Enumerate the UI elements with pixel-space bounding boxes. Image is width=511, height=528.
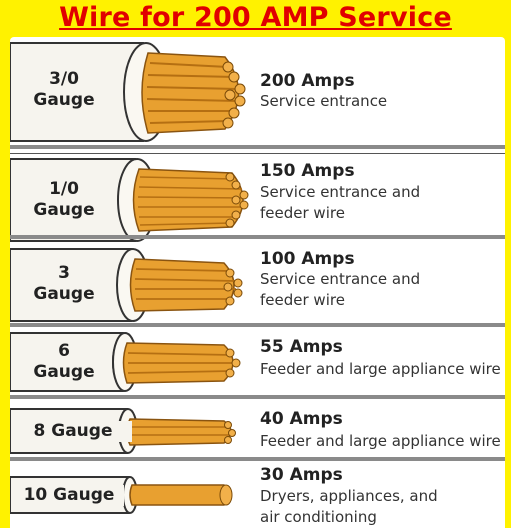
gauge-word: Gauge <box>33 90 95 110</box>
page-title: Wire for 200 AMP Service <box>59 2 452 33</box>
gauge-word: Gauge <box>33 200 95 220</box>
wire-row-6: 6 Gauge 55 Amps Feeder and large applian… <box>10 329 505 395</box>
cable-6-illustration <box>10 332 241 392</box>
amps-label: 200 Amps <box>260 71 355 91</box>
gauge-label: 1/0 Gauge <box>28 179 100 221</box>
description-line-2: air conditioning <box>260 508 377 526</box>
cable-8-illustration <box>10 408 236 454</box>
gauge-label: 3/0 Gauge <box>28 69 100 111</box>
cable-3-illustration <box>10 248 243 322</box>
cable-1-0-illustration <box>10 158 249 242</box>
amps-label: 40 Amps <box>260 409 343 429</box>
row-divider <box>10 457 505 461</box>
description-line-1: Service entrance <box>260 92 388 110</box>
description-line-2: feeder wire <box>260 291 345 309</box>
row-divider <box>10 395 505 399</box>
wire-chart-panel: 3/0 Gauge 200 Amps Service entrance 1/0 … <box>10 37 505 528</box>
gauge-label: 8 Gauge <box>14 421 132 442</box>
row-divider <box>10 153 505 154</box>
wire-row-3: 3 Gauge 100 Amps Service entrance and fe… <box>10 243 505 323</box>
gauge-number: 6 <box>58 341 70 361</box>
description-line-1: Dryers, appliances, and <box>260 487 438 505</box>
amps-label: 100 Amps <box>260 249 355 269</box>
gauge-label: 3 Gauge <box>28 263 100 305</box>
description-line-2: feeder wire <box>260 204 345 222</box>
amps-label: 55 Amps <box>260 337 343 357</box>
row-divider <box>10 323 505 327</box>
gauge-label: 10 Gauge <box>14 485 124 506</box>
wire-row-10: 10 Gauge 30 Amps Dryers, appliances, and… <box>10 463 505 528</box>
wire-row-8: 8 Gauge 40 Amps Feeder and large applian… <box>10 403 505 459</box>
gauge-label: 6 Gauge <box>28 341 100 383</box>
amps-label: 150 Amps <box>260 161 355 181</box>
description-line-1: Service entrance and <box>260 183 421 201</box>
gauge-number: 1/0 <box>49 179 79 199</box>
gauge-number: 3 <box>58 263 70 283</box>
row-divider <box>10 235 505 239</box>
wire-row-3-0: 3/0 Gauge 200 Amps Service entrance <box>10 37 505 145</box>
gauge-number: 3/0 <box>49 69 79 89</box>
description-line-1: Feeder and large appliance wire <box>260 360 501 378</box>
description-line-1: Feeder and large appliance wire <box>260 432 501 450</box>
gauge-word: Gauge <box>33 362 95 382</box>
gauge-word: Gauge <box>33 284 95 304</box>
wire-row-1-0: 1/0 Gauge 150 Amps Service entrance and … <box>10 155 505 245</box>
row-divider <box>10 145 505 149</box>
amps-label: 30 Amps <box>260 465 343 485</box>
description-line-1: Service entrance and <box>260 270 421 288</box>
cable-3-0-illustration <box>10 42 246 142</box>
